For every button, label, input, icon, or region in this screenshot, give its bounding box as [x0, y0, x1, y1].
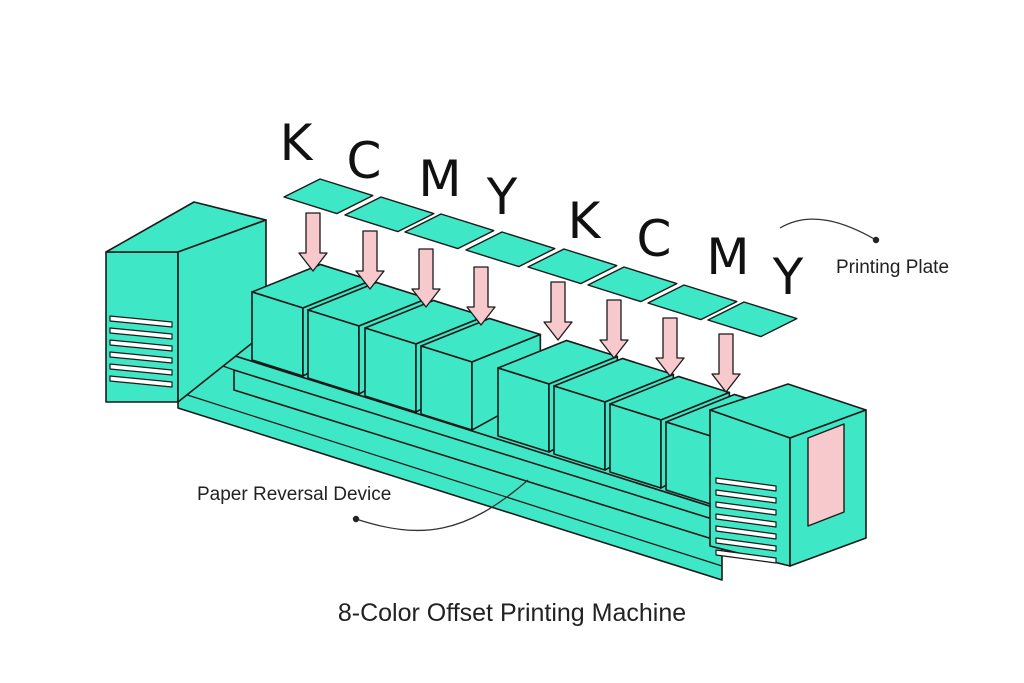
right-cabinet-vent [715, 513, 777, 528]
printing-plate-8 [707, 301, 798, 338]
printing-plate-2 [344, 196, 435, 233]
paper-reversal-leader-line [355, 479, 529, 532]
plate-arrow-4 [466, 266, 496, 326]
plate-arrow-5 [543, 281, 573, 341]
color-letter-3: M [418, 150, 461, 208]
color-letter-8: Y [772, 248, 804, 306]
left-cabinet-vent [109, 315, 173, 328]
plate-arrow-6 [599, 299, 629, 359]
left-cabinet-vent [109, 375, 173, 388]
right-cabinet-panel [807, 423, 845, 527]
printing-machine [105, 201, 867, 581]
plate-arrow-3 [411, 248, 441, 308]
plate-arrow-2 [355, 230, 385, 290]
plate-arrow-1 [298, 212, 328, 272]
plate-arrow-8 [711, 333, 741, 393]
right-cabinet-vent [715, 549, 777, 564]
color-letter-6: C [637, 210, 672, 268]
color-letter-4: Y [486, 168, 518, 226]
color-letter-5: K [568, 192, 602, 250]
color-letter-2: C [347, 132, 382, 190]
printing-plate-7 [647, 284, 738, 321]
printing-plate-4 [465, 231, 556, 268]
left-cabinet-vent [109, 351, 173, 364]
printing-plate-6 [587, 266, 678, 303]
printing-plate-1 [283, 178, 374, 215]
left-cabinet-vent [109, 363, 173, 376]
right-cabinet-vent [715, 525, 777, 540]
printing-plate-label: Printing Plate [836, 257, 949, 278]
printing-plate-leader-dot [872, 236, 880, 244]
color-letter-7: M [706, 228, 749, 286]
plate-arrow-7 [655, 317, 685, 377]
printing-plate-leader-line [779, 218, 877, 241]
left-cabinet-vent [109, 339, 173, 352]
right-cabinet-vent [715, 477, 777, 492]
diagram-caption: 8-Color Offset Printing Machine [338, 599, 686, 627]
paper-reversal-label: Paper Reversal Device [197, 484, 391, 505]
printing-plates [283, 178, 798, 338]
right-cabinet-vent [715, 489, 777, 504]
paper-reversal-leader-dot [352, 515, 360, 523]
printing-plate-3 [404, 213, 495, 250]
left-cabinet-vent [109, 327, 173, 340]
printing-plate-5 [527, 248, 618, 285]
plate-arrows [298, 212, 741, 393]
rail-bottom-edge [177, 391, 723, 567]
color-letter-1: K [280, 114, 314, 172]
right-cabinet-vent [715, 537, 777, 552]
right-cabinet-vent [715, 501, 777, 516]
